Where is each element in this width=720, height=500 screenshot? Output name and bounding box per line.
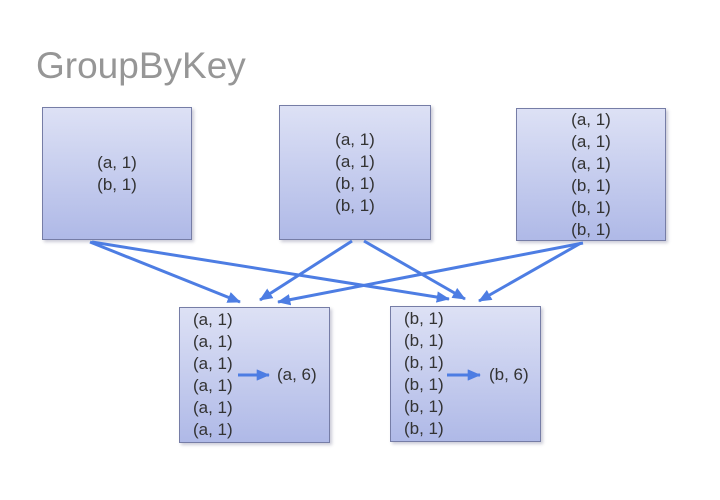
shuffle-arrow-p1-to-a [89, 240, 241, 304]
pair-text: (b, 1) [571, 175, 611, 195]
pair-text: (b, 1) [335, 173, 375, 193]
pair-text: (a, 1) [335, 151, 375, 171]
pair-text: (b, 1) [404, 353, 444, 372]
pair-text: (b, 1) [571, 219, 611, 239]
result-label-a: (a, 6) [277, 365, 317, 384]
shuffle-arrow-p2-to-b [363, 239, 466, 301]
shuffle-arrow-p3-to-b [478, 241, 582, 303]
pair-text: (a, 1) [193, 332, 233, 351]
pair-text: (a, 1) [571, 153, 611, 173]
input-partition-1: (a, 1) (b, 1) [42, 107, 192, 240]
pair-text: (a, 1) [193, 354, 233, 373]
pair-text: (a, 1) [193, 310, 233, 329]
pair-text: (b, 1) [571, 197, 611, 217]
pair-text: (b, 1) [404, 397, 444, 416]
pair-text: (b, 1) [404, 375, 444, 394]
pair-text: (a, 1) [193, 420, 233, 439]
pair-text: (a, 1) [571, 109, 611, 129]
pair-text: (b, 1) [404, 331, 444, 350]
shuffle-arrow-p1-to-b [91, 240, 450, 303]
shuffle-arrow-p2-to-a [259, 239, 353, 302]
pair-text: (b, 1) [404, 309, 444, 328]
result-label-b: (b, 6) [489, 365, 529, 384]
pair-text: (a, 1) [193, 376, 233, 395]
pair-text: (a, 1) [335, 129, 375, 149]
input-partition-3: (a, 1) (a, 1) (a, 1) (b, 1) (b, 1) (b, 1… [516, 108, 666, 241]
input-partition-2: (a, 1) (a, 1) (b, 1) (b, 1) [279, 105, 431, 240]
grouped-partition-a: (a, 1) (a, 1) (a, 1) (a, 1) (a, 1) (a, 1… [179, 307, 330, 443]
pair-text: (a, 1) [193, 398, 233, 417]
pair-text: (b, 1) [404, 419, 444, 438]
pair-text: (a, 1) [97, 152, 137, 172]
page-title: GroupByKey [36, 45, 246, 86]
pair-text: (a, 1) [571, 131, 611, 151]
shuffle-arrow-p3-to-a [277, 241, 584, 306]
pair-text: (b, 1) [97, 174, 137, 194]
pair-text: (b, 1) [335, 195, 375, 215]
grouped-partition-b: (b, 1) (b, 1) (b, 1) (b, 1) (b, 1) (b, 1… [390, 306, 541, 442]
